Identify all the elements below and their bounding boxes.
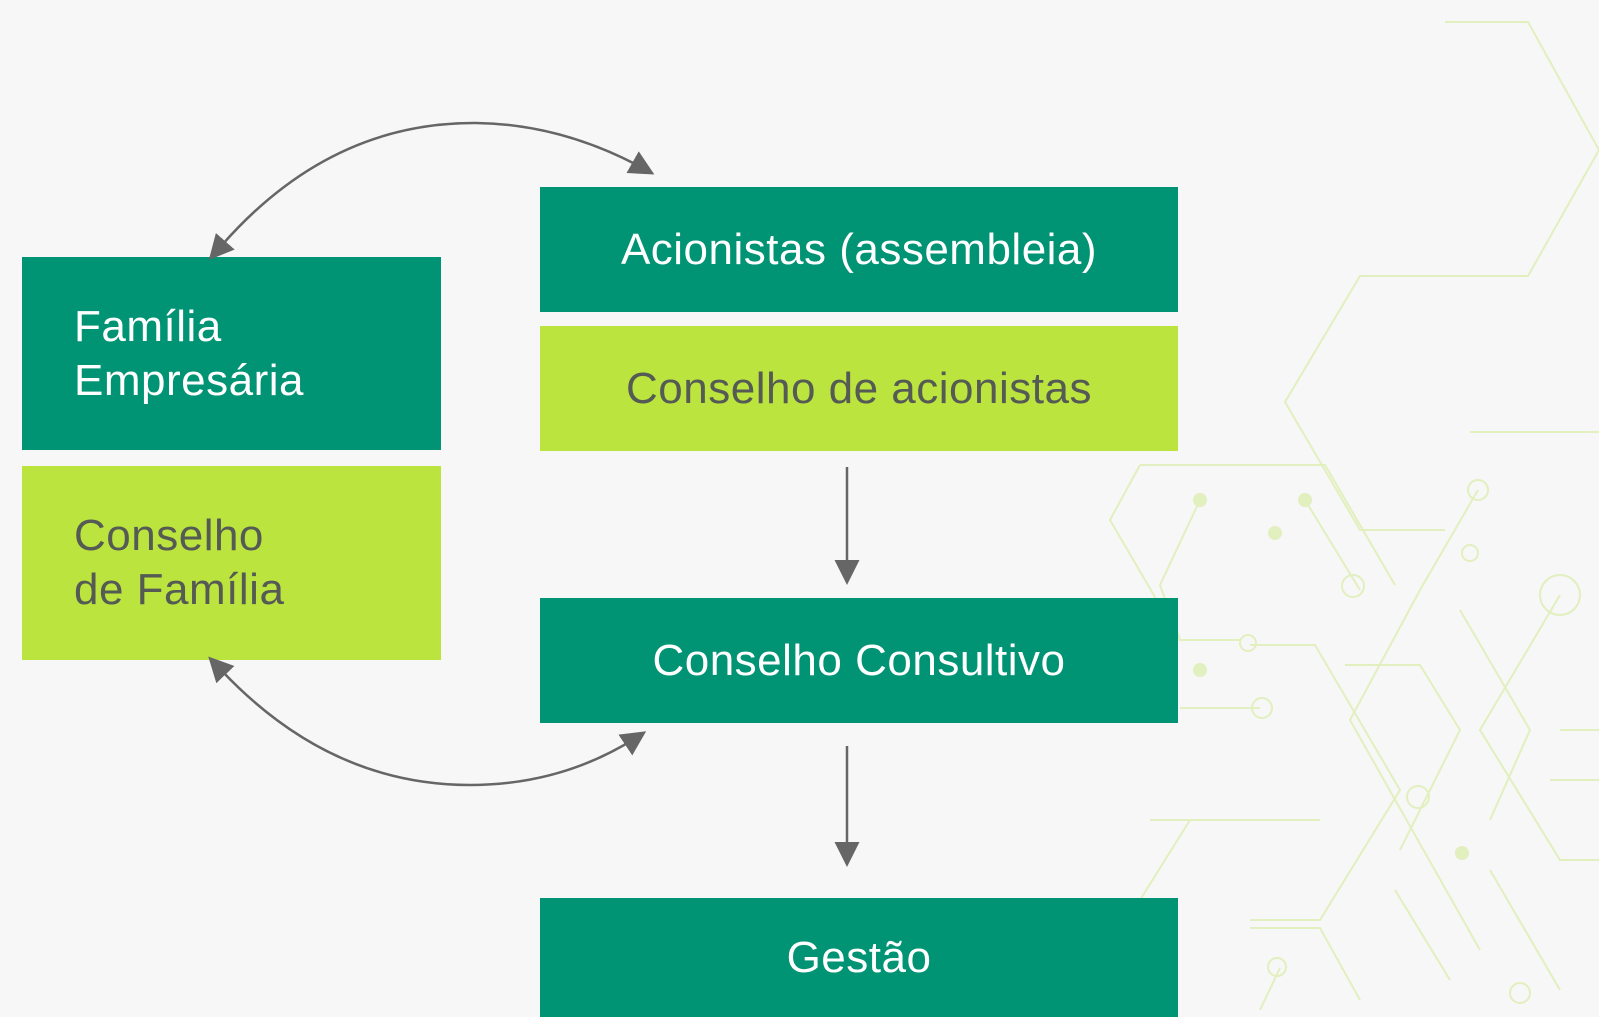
conselho-familia-label: Conselho de Família <box>74 511 285 614</box>
conselho-consultivo-label: Conselho Consultivo <box>652 635 1066 685</box>
conselho-acionistas-label: Conselho de acionistas <box>626 363 1092 413</box>
gestao-box: Gestão <box>540 898 1178 1017</box>
acionistas-label: Acionistas (assembleia) <box>620 224 1098 274</box>
conselho-familia-box: Conselho de Família <box>22 466 441 660</box>
familia-empresaria-label: Família Empresária <box>74 301 304 405</box>
gestao-label: Gestão <box>786 932 932 982</box>
top-curved-arrow <box>208 121 655 261</box>
conselho-acionistas-box: Conselho de acionistas <box>540 326 1178 451</box>
bottom-curved-arrow <box>208 656 647 787</box>
familia-empresaria-box: Família Empresária <box>22 257 441 450</box>
conselho-consultivo-box: Conselho Consultivo <box>540 598 1178 723</box>
